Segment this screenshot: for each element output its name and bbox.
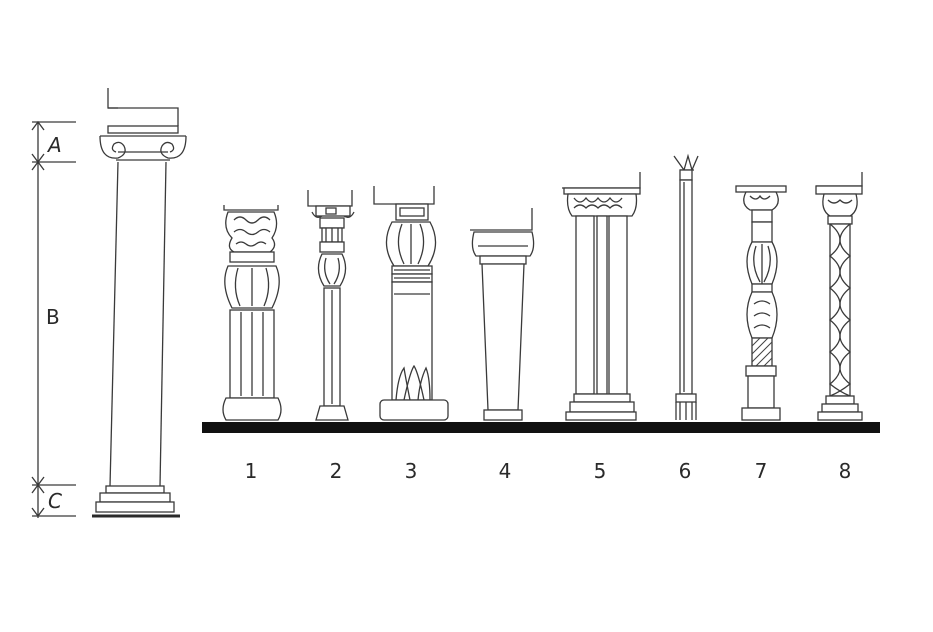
- column-numbers: 1 2 3 4 5 6 7 8: [245, 459, 852, 483]
- column-number-1: 1: [245, 459, 258, 483]
- ground-line: [202, 422, 880, 433]
- column-5: [562, 172, 640, 420]
- column-number-3: 3: [405, 459, 418, 483]
- column-2: [308, 190, 354, 420]
- dimension-markers: A B C: [32, 122, 76, 518]
- column-number-7: 7: [755, 459, 768, 483]
- dimension-label-a: A: [46, 133, 62, 157]
- column-7: [736, 186, 786, 420]
- dimension-label-b: B: [46, 305, 60, 329]
- column-number-4: 4: [499, 459, 512, 483]
- column-8: [816, 172, 862, 420]
- column-4: [470, 208, 534, 420]
- dimension-label-c: C: [48, 489, 62, 513]
- column-3: [374, 186, 448, 420]
- column-number-5: 5: [594, 459, 607, 483]
- column-6: [674, 156, 698, 420]
- column-number-6: 6: [679, 459, 692, 483]
- column-number-2: 2: [330, 459, 343, 483]
- column-1: [223, 205, 281, 420]
- column-number-8: 8: [839, 459, 852, 483]
- ionic-column: [92, 88, 186, 516]
